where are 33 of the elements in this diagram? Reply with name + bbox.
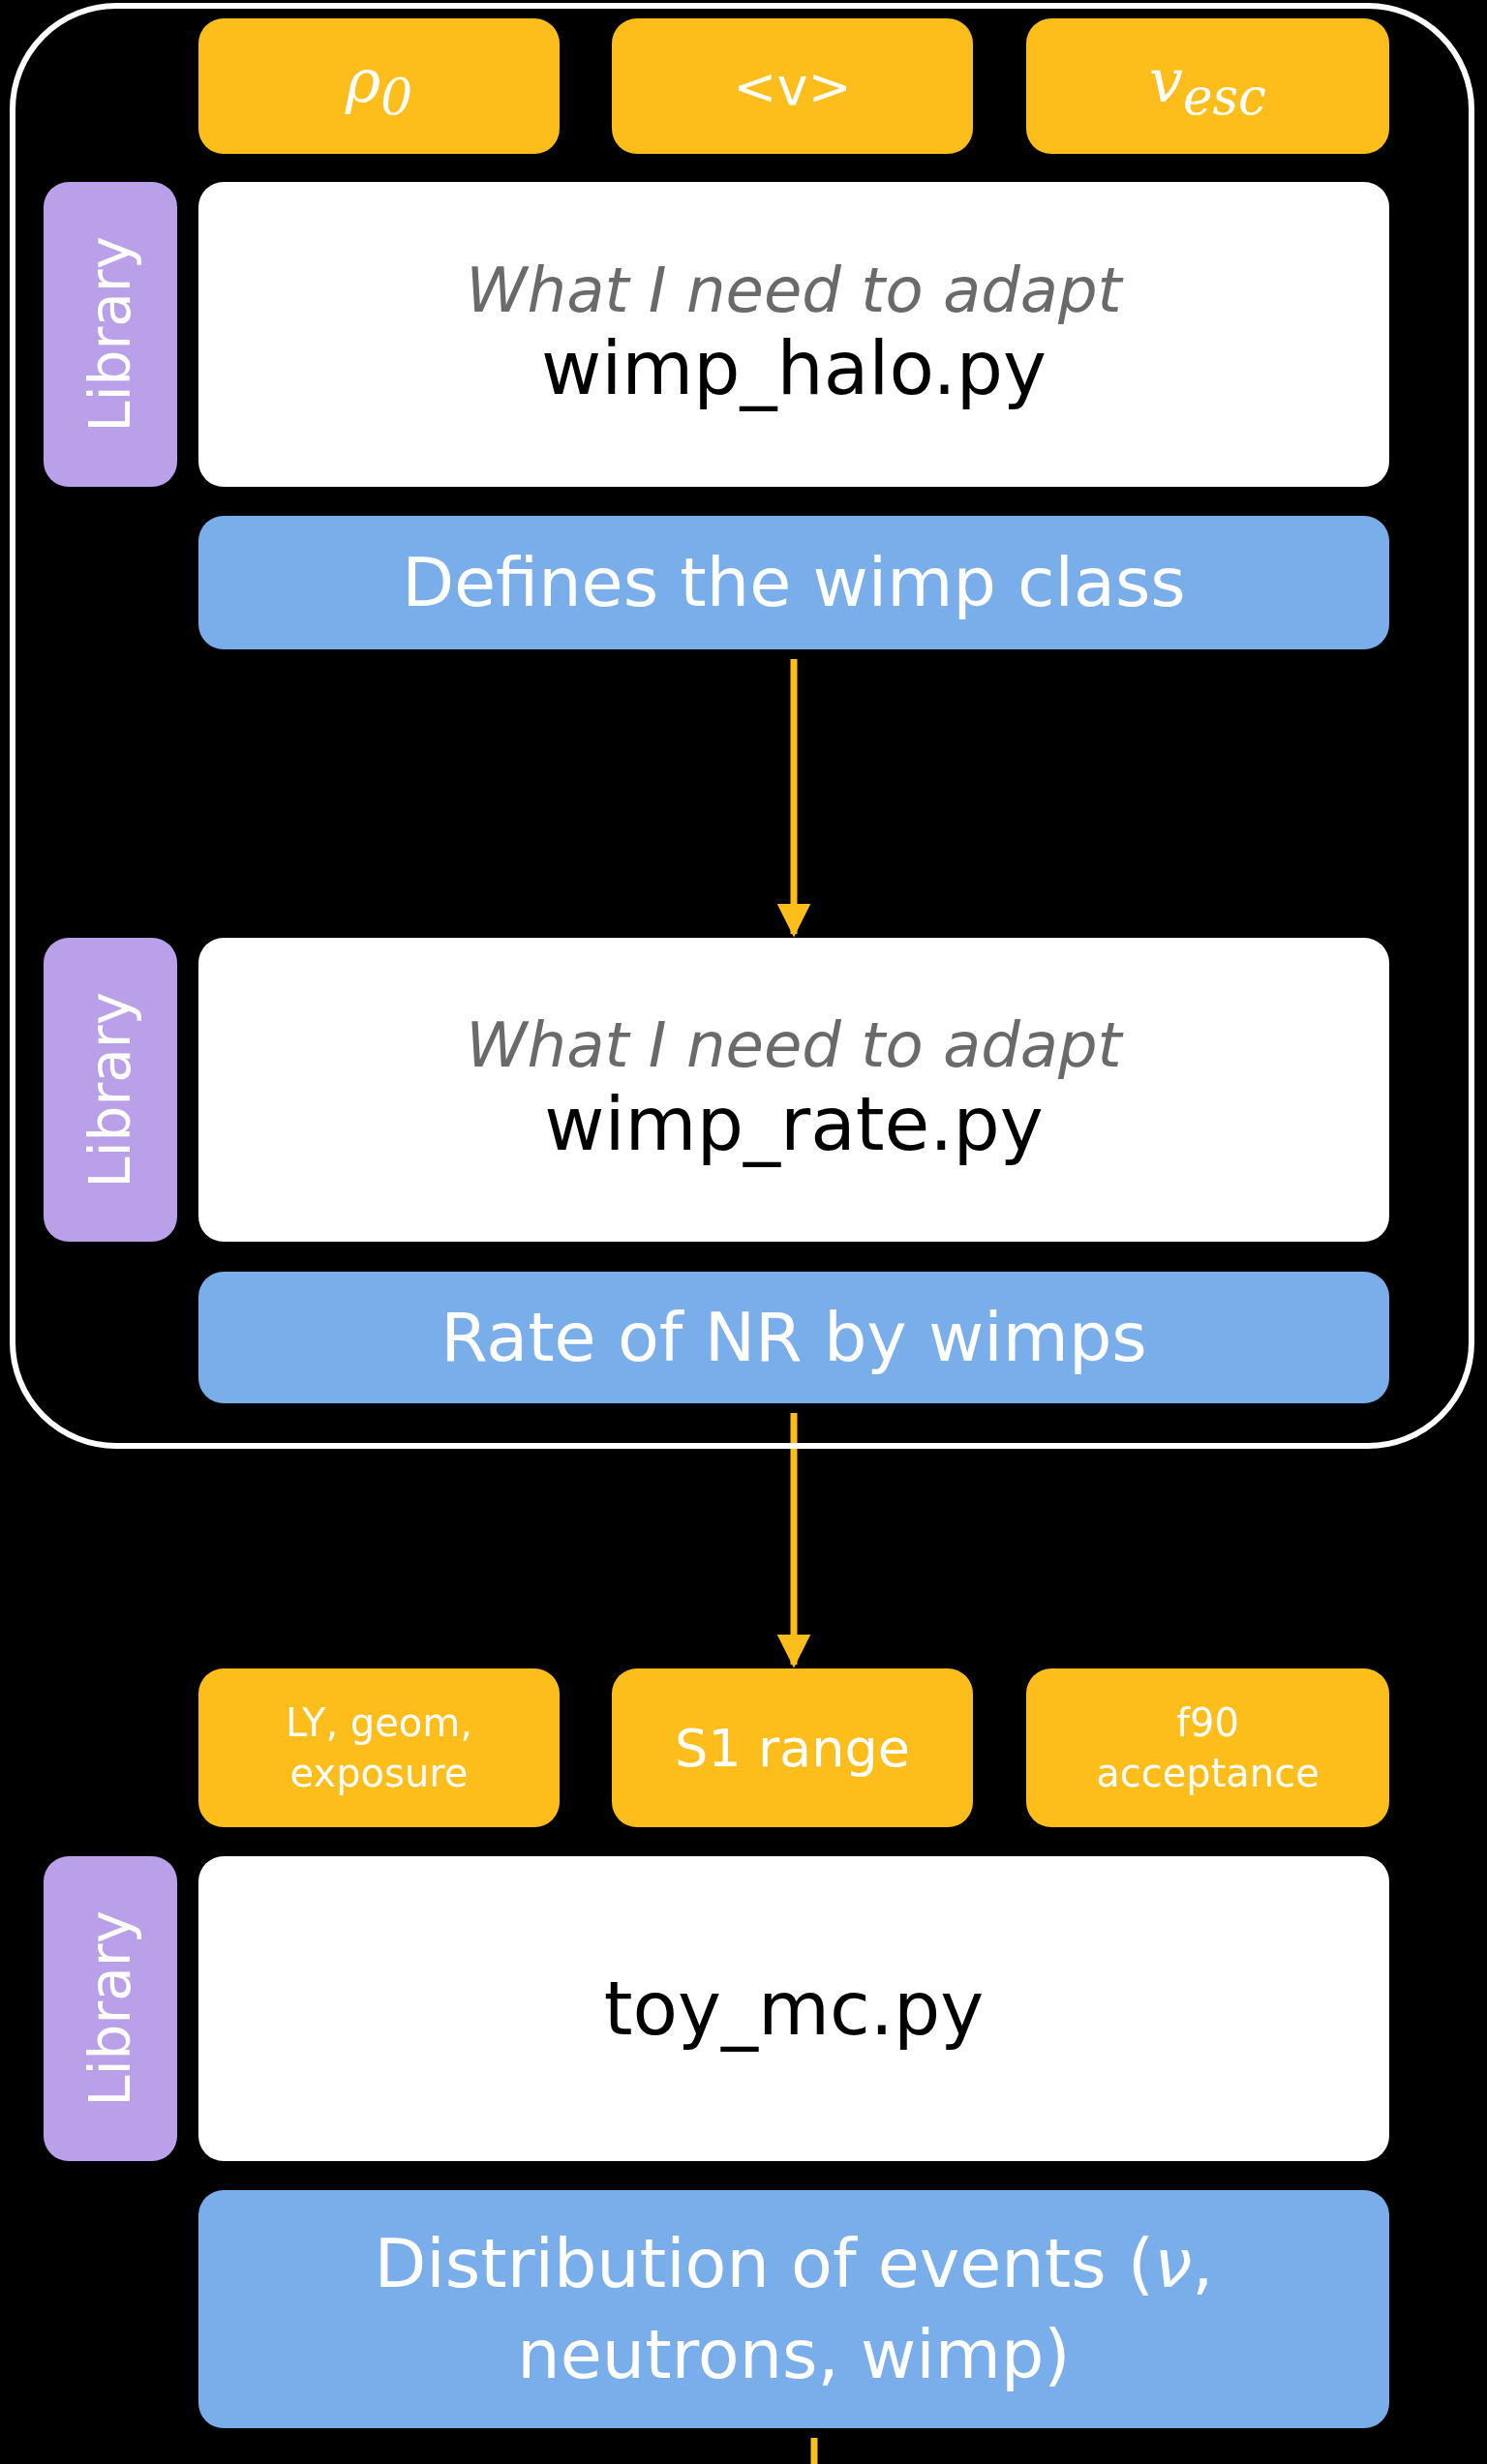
file-box: [198, 1856, 1389, 2161]
description-text: Defines the wimp class: [401, 541, 1187, 624]
parameter-label: ρ$_{0}$: [345, 45, 413, 127]
description-box: [198, 516, 1389, 649]
tab-label: Library: [77, 991, 143, 1188]
file-name: toy_mc.py: [603, 1964, 985, 2054]
file-name: wimp_halo.py: [541, 324, 1047, 413]
parameter-label: f90 acceptance: [1095, 1699, 1320, 1797]
parameter-label: <v>: [733, 55, 852, 117]
side-tab: [44, 1856, 177, 2161]
file-box: [198, 938, 1389, 1242]
parameter-label: v$_{esc}$: [1148, 45, 1266, 127]
note-text: What I need to adapt: [466, 255, 1122, 325]
parameter-box: [198, 18, 560, 154]
description-text: Distribution of events (ν, neutrons, wimp): [373, 2222, 1215, 2396]
description-box: [198, 1272, 1389, 1403]
parameter-box: [612, 1668, 973, 1827]
description-text: Rate of NR by wimps: [440, 1296, 1148, 1379]
parameter-label: LY, geom, exposure: [285, 1699, 473, 1797]
rounded-frame: [10, 3, 1474, 1449]
tab-label: Library: [77, 236, 143, 433]
parameter-box: [612, 18, 973, 154]
side-tab: [44, 938, 177, 1242]
parameter-box: [1026, 1668, 1389, 1827]
side-tab: [44, 182, 177, 487]
note-text: What I need to adapt: [466, 1011, 1122, 1080]
tab-label: Library: [77, 1910, 143, 2107]
parameter-box: [198, 1668, 560, 1827]
parameter-label: S1 range: [675, 1717, 910, 1779]
description-box: [198, 2190, 1389, 2428]
file-box: [198, 182, 1389, 487]
parameter-box: [1026, 18, 1389, 154]
file-name: wimp_rate.py: [544, 1079, 1044, 1168]
